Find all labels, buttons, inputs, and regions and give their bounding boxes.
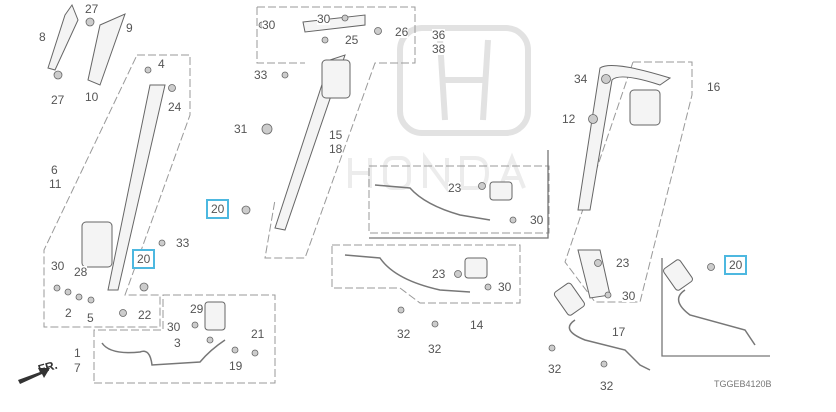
bracket-middle [302, 14, 366, 33]
harness-right-inset [677, 289, 756, 346]
fasteners [53, 14, 715, 368]
part-label: 23 [616, 256, 630, 270]
part-label: 36 [432, 28, 446, 42]
height-adjuster-8 [47, 3, 79, 71]
part-label: 21 [251, 327, 265, 341]
highlighted-part-label[interactable]: 20 [724, 255, 748, 275]
retractor-middle [321, 59, 351, 99]
part-label: 15 [329, 128, 343, 142]
retractor-right [629, 89, 661, 126]
honda-logo-watermark [397, 25, 531, 136]
part-label: 26 [395, 25, 409, 39]
harness-upper [374, 184, 491, 221]
buckle-14 [464, 257, 488, 279]
part-label: 38 [432, 42, 446, 56]
seat-belt-middle [274, 54, 346, 231]
part-label: 3 [174, 336, 181, 350]
part-label: 30 [51, 259, 65, 273]
part-label: 30 [317, 12, 331, 26]
seat-belt-left [107, 84, 166, 291]
part-label: 32 [428, 342, 442, 356]
part-label: 32 [397, 327, 411, 341]
retractor-left [81, 221, 113, 268]
part-label: 30 [262, 18, 276, 32]
part-label: 30 [167, 320, 181, 334]
anchor-right [577, 249, 611, 299]
part-label: 18 [329, 142, 343, 156]
part-label: 12 [562, 112, 576, 126]
diagram-code: TGGEB4120B [714, 379, 772, 389]
part-label: 33 [254, 68, 268, 82]
group-outline-36 [256, 7, 305, 64]
group-outline-14 [331, 244, 521, 304]
buckle-17 [553, 282, 585, 316]
harness-14 [344, 254, 471, 293]
part-label: 7 [74, 361, 81, 375]
part-label: 30 [622, 289, 636, 303]
part-label: 1 [74, 346, 81, 360]
part-label: 32 [548, 362, 562, 376]
part-label: 10 [85, 90, 99, 104]
part-label: 34 [574, 72, 588, 86]
part-label: 14 [470, 318, 484, 332]
part-label: 2 [65, 306, 72, 320]
part-label: 25 [345, 33, 359, 47]
group-outline-15 [257, 6, 416, 259]
pillar-trim-10 [87, 13, 126, 86]
part-label: 16 [707, 80, 721, 94]
harness-17 [568, 319, 651, 371]
part-label: 33 [176, 236, 190, 250]
seat-belt-right [577, 65, 672, 211]
highlighted-part-label[interactable]: 20 [132, 249, 156, 269]
buckle-right-inset [663, 259, 693, 291]
part-label: 30 [530, 213, 544, 227]
part-label: 28 [74, 265, 88, 279]
frame-line-right [661, 258, 770, 357]
group-outline-16 [564, 61, 693, 303]
part-label: 24 [168, 100, 182, 114]
part-label: 19 [229, 359, 243, 373]
part-label: 32 [600, 379, 614, 393]
part-label: 9 [126, 21, 133, 35]
part-label: 11 [49, 177, 62, 191]
honda-wordmark-watermark [348, 151, 526, 195]
harness-1 [101, 339, 226, 366]
part-label: 17 [612, 325, 626, 339]
part-label: 5 [87, 311, 94, 325]
front-arrow-icon [18, 368, 50, 384]
part-label: 4 [158, 57, 165, 71]
part-label: 6 [51, 163, 58, 177]
part-label: 23 [432, 267, 446, 281]
part-label: 27 [51, 93, 65, 107]
group-outline-6 [43, 54, 191, 328]
part-label: 29 [190, 302, 204, 316]
part-label: 8 [39, 30, 46, 44]
part-label: 30 [498, 280, 512, 294]
buckle-upper [489, 181, 513, 201]
part-label: 22 [138, 308, 152, 322]
buckle-29 [204, 301, 226, 331]
part-label: 27 [85, 2, 99, 16]
part-label: 23 [448, 181, 462, 195]
part-label: 31 [234, 122, 248, 136]
group-outline-upper-buckle [368, 165, 550, 234]
group-outline-1 [93, 294, 276, 384]
frame-line [369, 150, 549, 239]
highlighted-part-label[interactable]: 20 [206, 199, 230, 219]
